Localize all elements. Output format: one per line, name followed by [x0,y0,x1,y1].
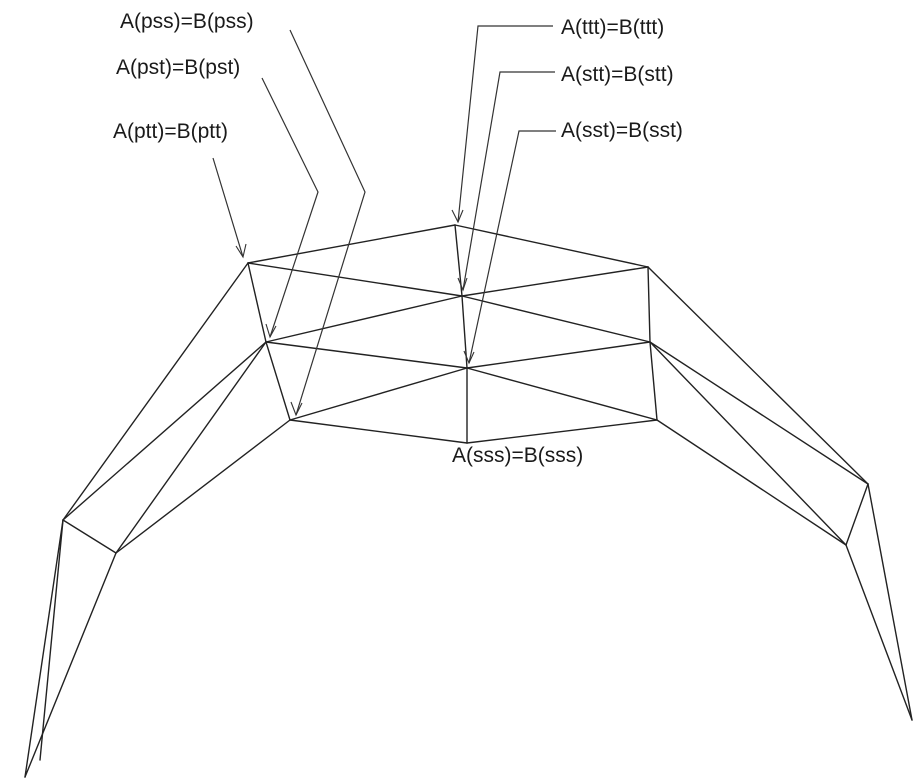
mesh-edge [649,341,869,485]
mesh-edge [461,295,651,343]
arrow-pss-icon [290,401,303,417]
vertex-labels: A(pss)=B(pss) A(pst)=B(pst) A(ptt)=B(ptt… [113,10,683,467]
mesh-edge [656,419,847,546]
mesh-edge [265,341,468,369]
mesh-edge [24,519,64,778]
mesh-edge [845,544,913,721]
mesh-edge [461,266,649,297]
mesh-edge [62,262,249,521]
mesh-edge [466,367,658,421]
mesh-edge [647,266,869,485]
label-sss: A(sss)=B(sss) [452,444,583,467]
mesh-edge [466,341,651,369]
mesh-edge [289,419,468,444]
arrow-pst-icon [265,323,277,339]
leader-stt [462,71,555,291]
leader-pst [261,77,319,338]
mesh-edge [39,519,64,761]
label-pss: A(pss)=B(pss) [120,10,254,33]
label-stt: A(stt)=B(stt) [561,63,674,86]
label-ttt: A(ttt)=B(ttt) [561,16,664,39]
leader-pss [289,29,366,416]
leader-sst [468,130,556,364]
arrow-ttt-icon [451,209,464,224]
label-pst: A(pst)=B(pst) [116,56,240,79]
mesh-edge [649,341,847,546]
annotation-leaders [212,25,556,417]
mesh-edge [265,295,463,343]
leader-ttt [457,25,553,223]
arrow-sst-icon [463,350,475,365]
mesh-edge [115,341,267,554]
mesh-wireframe [24,224,913,778]
mesh-edge [466,419,658,444]
mesh-edge [62,519,117,554]
arrow-ptt-icon [235,243,247,259]
mesh-edge [265,341,291,421]
mesh-edge [62,341,267,521]
mesh-edge [247,224,456,264]
mesh-edge [649,341,658,421]
mesh-edge [247,262,463,297]
mesh-edge [647,266,651,343]
label-ptt: A(ptt)=B(ptt) [113,120,228,143]
mesh-edge [115,419,291,554]
mesh-edge [289,367,468,421]
mesh-edge [867,483,913,721]
mesh-edge [454,224,649,268]
label-sst: A(sst)=B(sst) [561,119,683,142]
arrow-stt-icon [457,277,468,292]
mesh-edge [247,262,267,343]
leader-ptt [212,157,244,258]
mesh-edge [845,483,869,546]
mesh-edge [24,552,117,778]
